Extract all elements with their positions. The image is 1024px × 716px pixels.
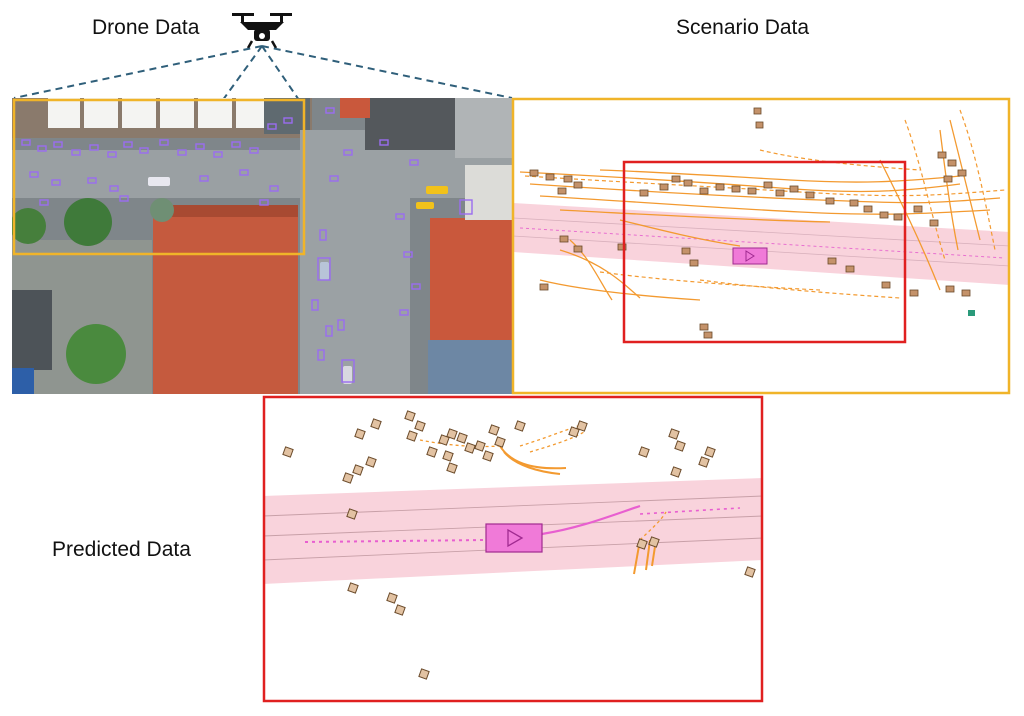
predicted-agent-boxes: [282, 410, 756, 680]
predicted-panel: [262, 395, 764, 703]
scenario-trajectories: [519, 119, 1001, 301]
scenario-panel: [511, 97, 1011, 395]
projection-line-left: [13, 45, 263, 99]
scenario-ego-vehicle: [732, 247, 768, 265]
ego-predicted-path: [541, 504, 641, 536]
projection-line-right: [261, 45, 513, 99]
aerial-drone-image: [12, 98, 512, 394]
agent-triangle-icon: [507, 528, 524, 548]
ego-history-path: [304, 539, 486, 543]
scenario-agent-boxes: [529, 107, 971, 339]
scenario-lane: [513, 203, 1010, 285]
quadcopter-drone-icon: [232, 13, 292, 49]
scenario-frame: [511, 97, 1011, 395]
predicted-frame: [262, 395, 764, 703]
aerial-region-frame: [12, 98, 306, 256]
predicted-data-label: Predicted Data: [52, 538, 191, 561]
drone-data-label: Drone Data: [92, 16, 200, 39]
scenario-data-label: Scenario Data: [676, 16, 810, 39]
predicted-ego-vehicle: [485, 523, 543, 553]
agent-triangle-icon: [745, 250, 755, 262]
scenario-crop-frame: [622, 160, 907, 344]
